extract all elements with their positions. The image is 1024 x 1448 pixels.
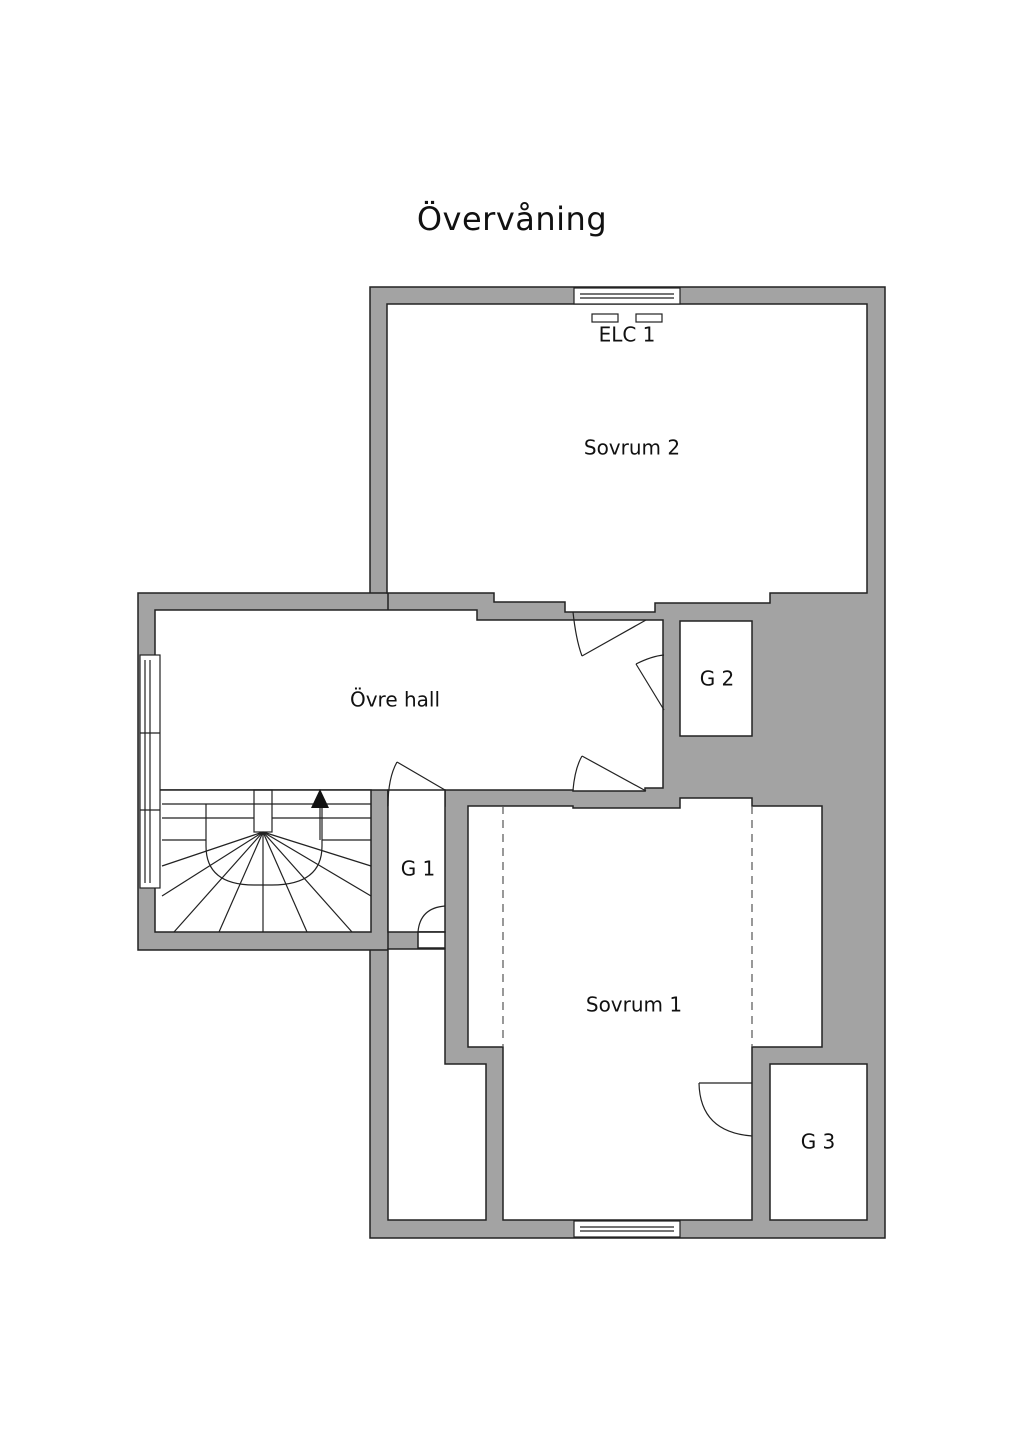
window-bottom	[573, 1220, 681, 1238]
door-g3	[698, 1082, 753, 1137]
room-ovre-hall	[154, 609, 664, 807]
door-g2	[635, 654, 665, 711]
room-sovrum-1	[467, 797, 823, 1221]
label-g1: G 1	[401, 857, 436, 881]
door-sovrum-2	[572, 611, 647, 657]
window-left	[139, 654, 161, 889]
room-g3	[769, 1063, 868, 1221]
room-g1-lower	[417, 931, 446, 949]
label-g2: G 2	[700, 667, 735, 691]
elc-radiators	[591, 313, 663, 323]
room-sovrum-2	[386, 303, 868, 613]
room-g2	[679, 620, 753, 737]
label-sovrum-1: Sovrum 1	[586, 993, 682, 1017]
room-lower-corridor	[387, 948, 487, 1221]
windows	[139, 287, 681, 1238]
door-sovrum-1	[572, 755, 647, 792]
plan-title: Övervåning	[416, 200, 608, 238]
label-ovre-hall: Övre hall	[350, 688, 440, 712]
staircase	[161, 789, 372, 933]
label-elc: ELC 1	[599, 323, 656, 347]
door-g1-top	[387, 761, 446, 807]
door-g1-lower	[417, 905, 446, 933]
window-top	[573, 287, 681, 305]
slope-lines	[502, 806, 753, 1047]
stair-arrow-icon	[311, 789, 329, 808]
room-labels: ELC 1 Sovrum 2 Övre hall G 2 G 1 Sovrum …	[350, 323, 835, 1154]
label-sovrum-2: Sovrum 2	[584, 436, 680, 460]
doors	[387, 611, 753, 1137]
label-g3: G 3	[801, 1130, 836, 1154]
